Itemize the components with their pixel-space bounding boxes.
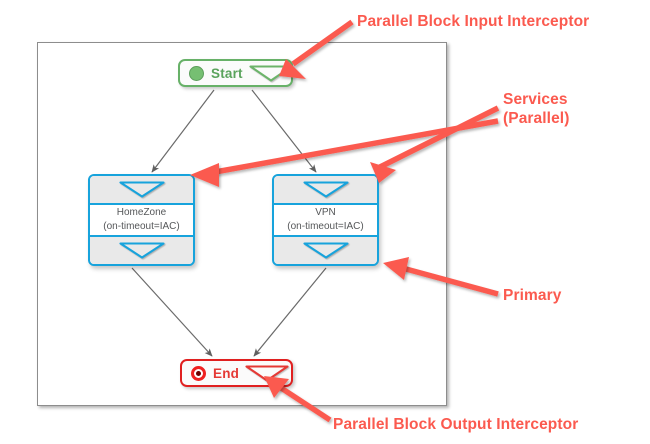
- start-status-circle-icon: [189, 65, 204, 81]
- annotation-primary: Primary: [503, 287, 562, 304]
- annotation-services: Services (Parallel): [503, 90, 569, 128]
- annotation-input-interceptor: Parallel Block Input Interceptor: [357, 13, 590, 30]
- node-start[interactable]: Start: [178, 59, 293, 87]
- homezone-body: HomeZone (on-timeout=IAC): [90, 205, 193, 235]
- node-vpn[interactable]: VPN (on-timeout=IAC): [272, 174, 379, 266]
- annotation-output-interceptor: Parallel Block Output Interceptor: [333, 416, 579, 433]
- end-interceptor-triangle-icon[interactable]: [245, 364, 289, 382]
- node-homezone[interactable]: HomeZone (on-timeout=IAC): [88, 174, 195, 266]
- node-start-label: Start: [211, 65, 243, 81]
- vpn-subtitle: (on-timeout=IAC): [287, 221, 364, 232]
- homezone-title: HomeZone: [116, 207, 167, 218]
- vpn-title: VPN: [315, 207, 336, 218]
- homezone-output-interceptor-triangle-icon[interactable]: [90, 235, 193, 264]
- node-end[interactable]: End: [180, 359, 293, 387]
- annotation-services-line2: (Parallel): [503, 110, 570, 127]
- start-interceptor-triangle-icon[interactable]: [249, 64, 293, 82]
- annotation-services-line1: Services: [503, 91, 568, 108]
- end-status-circle-icon: [191, 365, 206, 381]
- vpn-body: VPN (on-timeout=IAC): [274, 205, 377, 235]
- vpn-input-interceptor-triangle-icon[interactable]: [274, 176, 377, 205]
- homezone-input-interceptor-triangle-icon[interactable]: [90, 176, 193, 205]
- vpn-output-interceptor-triangle-icon[interactable]: [274, 235, 377, 264]
- homezone-subtitle: (on-timeout=IAC): [103, 221, 180, 232]
- node-end-label: End: [213, 365, 240, 381]
